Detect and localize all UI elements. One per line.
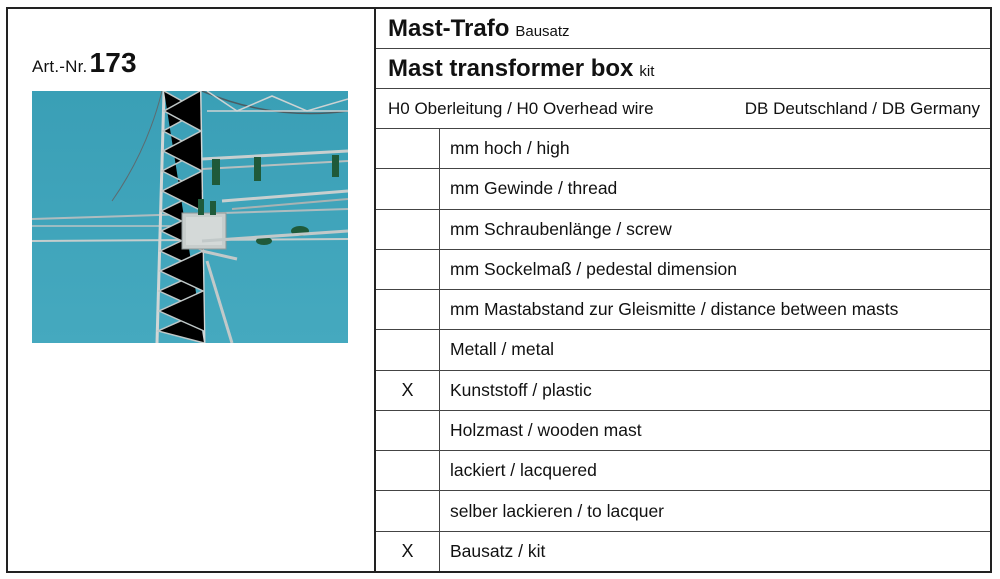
spec-row: Holzmast / wooden mast	[376, 410, 990, 452]
spec-label: mm Gewinde / thread	[450, 178, 618, 199]
article-prefix: Art.-Nr.	[32, 57, 88, 76]
category-left: H0 Oberleitung / H0 Overhead wire	[388, 98, 654, 118]
title-german-row: Mast-Trafo Bausatz	[376, 9, 990, 49]
spec-mark	[376, 330, 440, 370]
spec-label: mm Sockelmaß / pedestal dimension	[450, 258, 737, 279]
spec-label: mm Mastabstand zur Gleismitte / distance…	[450, 299, 899, 320]
spec-label: lackiert / lacquered	[450, 460, 597, 481]
spec-mark	[376, 290, 440, 330]
spec-mark	[376, 169, 440, 209]
spec-mark	[376, 451, 440, 491]
spec-mark: X	[376, 531, 440, 571]
spec-row: mm Schraubenlänge / screw	[376, 209, 990, 250]
category-right: DB Deutschland / DB Germany	[744, 98, 980, 118]
spec-mark	[376, 491, 440, 531]
article-number-value: 173	[89, 47, 137, 78]
article-number: Art.-Nr.173	[32, 47, 137, 79]
info-table: Mast-Trafo Bausatz Mast transformer box …	[376, 9, 990, 571]
spec-label: Metall / metal	[450, 339, 555, 360]
spec-mark: X	[376, 370, 440, 410]
title-german-suffix: Bausatz	[515, 23, 570, 40]
product-sheet: Art.-Nr.173	[6, 7, 992, 573]
title-english-row: Mast transformer box kit	[376, 49, 990, 89]
title-english-suffix: kit	[639, 63, 655, 80]
spec-mark	[376, 209, 440, 249]
spec-label: Bausatz / kit	[450, 540, 546, 561]
product-photo-illustration	[32, 91, 348, 343]
spec-label: mm hoch / high	[450, 138, 570, 159]
spec-row: selber lackieren / to lacquer	[376, 491, 990, 532]
spec-row: mm Gewinde / thread	[376, 169, 990, 210]
spec-mark	[376, 249, 440, 290]
spec-mark	[376, 129, 440, 169]
spec-row: X Bausatz / kit	[376, 531, 990, 571]
spec-label: Kunststoff / plastic	[450, 379, 592, 400]
title-german: Mast-Trafo	[388, 14, 510, 42]
spec-label: mm Schraubenlänge / screw	[450, 218, 672, 239]
spec-label: Holzmast / wooden mast	[450, 419, 642, 440]
spec-row: mm Sockelmaß / pedestal dimension	[376, 249, 990, 291]
category-row: H0 Oberleitung / H0 Overhead wire DB Deu…	[376, 89, 990, 129]
spec-row: mm hoch / high	[376, 129, 990, 170]
spec-row: lackiert / lacquered	[376, 451, 990, 492]
spec-label: selber lackieren / to lacquer	[450, 500, 664, 521]
spec-row: X Kunststoff / plastic	[376, 370, 990, 411]
spec-row: Metall / metal	[376, 330, 990, 371]
title-english: Mast transformer box	[388, 54, 634, 82]
product-photo	[32, 91, 348, 343]
left-panel: Art.-Nr.173	[8, 9, 376, 571]
spec-mark	[376, 410, 440, 451]
spec-row: mm Mastabstand zur Gleismitte / distance…	[376, 290, 990, 331]
